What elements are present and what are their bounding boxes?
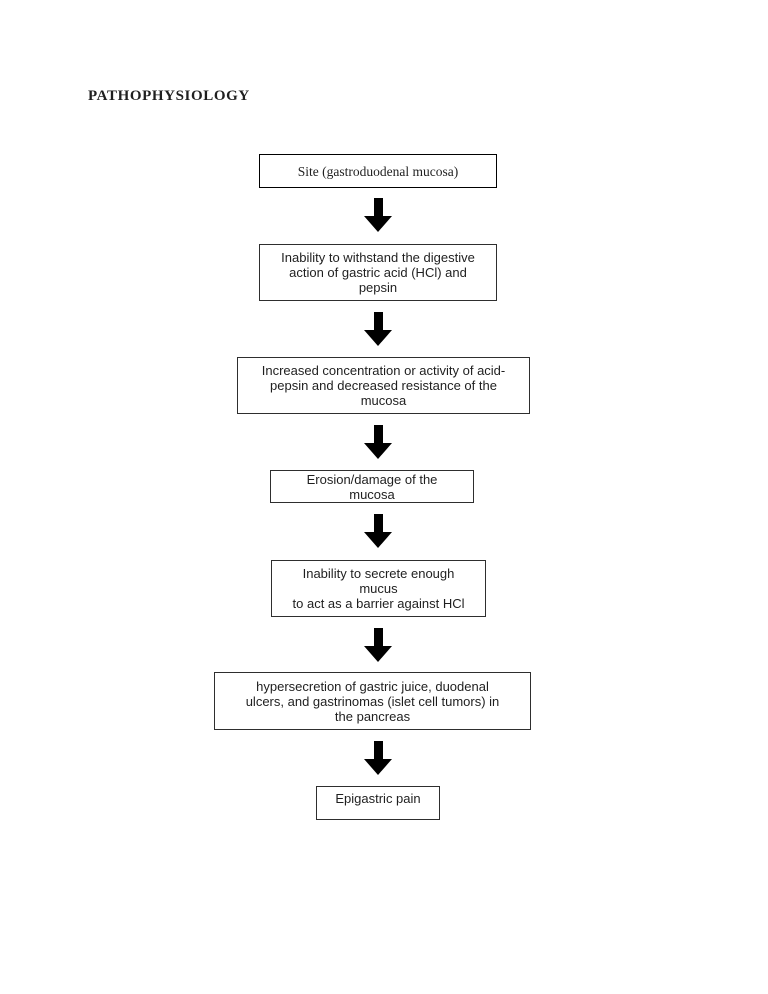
down-arrow-icon — [364, 514, 392, 548]
down-arrow-stem — [373, 312, 383, 330]
down-arrow-stem — [373, 425, 383, 443]
down-arrow-icon — [364, 628, 392, 662]
flow-node-site: Site (gastroduodenal mucosa) — [259, 154, 497, 188]
down-arrow-head — [364, 646, 392, 662]
flow-node-inability-secrete-mucus: Inability to secrete enough mucus to act… — [271, 560, 486, 617]
flow-node-erosion-damage: Erosion/damage of the mucosa — [270, 470, 474, 503]
down-arrow-stem — [373, 741, 383, 759]
down-arrow-icon — [364, 425, 392, 459]
down-arrow-icon — [364, 741, 392, 775]
down-arrow-icon — [364, 198, 392, 232]
down-arrow-icon — [364, 312, 392, 346]
down-arrow-head — [364, 443, 392, 459]
down-arrow-stem — [373, 198, 383, 216]
page-title: PATHOPHYSIOLOGY — [88, 88, 250, 104]
down-arrow-stem — [373, 628, 383, 646]
down-arrow-head — [364, 216, 392, 232]
flow-node-inability-withstand: Inability to withstand the digestive act… — [259, 244, 497, 301]
down-arrow-stem — [373, 514, 383, 532]
down-arrow-head — [364, 759, 392, 775]
flow-node-increased-concentration: Increased concentration or activity of a… — [237, 357, 530, 414]
down-arrow-head — [364, 532, 392, 548]
flow-node-hypersecretion: hypersecretion of gastric juice, duodena… — [214, 672, 531, 730]
down-arrow-head — [364, 330, 392, 346]
flow-node-epigastric-pain: Epigastric pain — [316, 786, 440, 820]
